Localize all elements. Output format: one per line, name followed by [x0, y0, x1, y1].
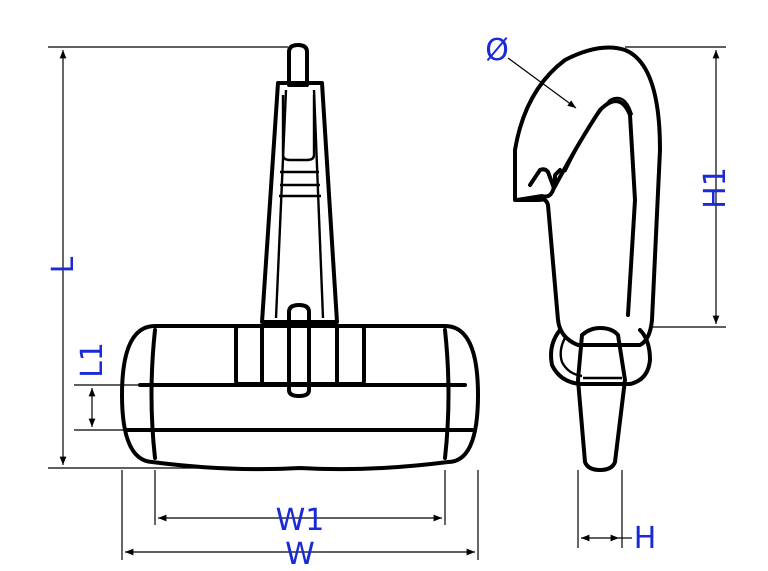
- dim-diameter-leader: [507, 57, 577, 109]
- bar-end-right: [443, 328, 451, 460]
- label-H: H: [634, 521, 657, 556]
- gate-profile: [515, 168, 562, 202]
- label-diameter: Ø: [485, 33, 509, 68]
- label-L1: L1: [75, 342, 110, 378]
- eye-ring-inner: [559, 335, 583, 378]
- center-collar: [234, 324, 366, 386]
- strap-bar: [120, 324, 480, 472]
- shank-inner-right: [312, 89, 325, 319]
- label-W1: W1: [276, 503, 325, 538]
- shank-inner-left: [274, 89, 288, 319]
- bar-end-left: [149, 328, 157, 460]
- dimensions: L L1 W1 W H1 H Ø: [46, 33, 733, 571]
- label-H1: H1: [698, 167, 733, 209]
- shank-body: [260, 81, 339, 324]
- hook-outer: [513, 45, 662, 347]
- shank-top-tab: [287, 43, 309, 87]
- front-view: [120, 43, 480, 472]
- strap-tongue: [576, 326, 627, 472]
- side-view: [513, 45, 662, 472]
- center-pin: [287, 303, 311, 398]
- eye-ring: [549, 328, 652, 386]
- hook-curve-inner: [563, 96, 634, 173]
- hook-inner: [528, 99, 637, 317]
- gate-slot: [281, 95, 316, 162]
- label-W: W: [285, 537, 315, 571]
- label-L: L: [46, 256, 81, 273]
